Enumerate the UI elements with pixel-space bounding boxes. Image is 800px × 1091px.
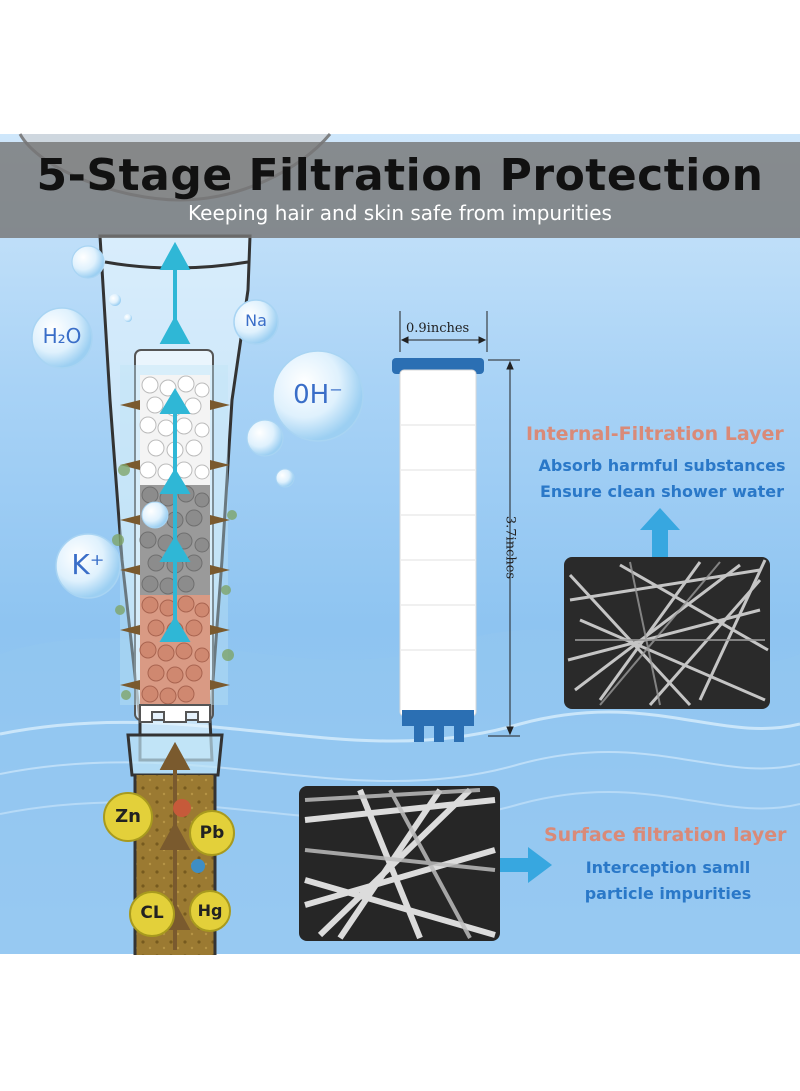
dimension-lines	[399, 311, 520, 737]
pb-label: Pb	[199, 823, 225, 843]
hg-label: Hg	[197, 901, 223, 920]
surface-layer-line1: Interception samll	[585, 858, 751, 877]
zn-label: Zn	[115, 806, 141, 827]
tourmaline-balls	[139, 595, 210, 705]
cl-label: CL	[140, 903, 164, 923]
h2o-label: H₂O	[42, 324, 82, 348]
header-banner	[0, 142, 800, 238]
page-subtitle: Keeping hair and skin safe from impuriti…	[188, 201, 612, 225]
filtration-inward-arrows	[120, 400, 230, 690]
internal-layer-title: Internal-Filtration Layer	[526, 423, 784, 445]
k-label: K⁺	[71, 548, 105, 581]
oh-label: 0H⁻	[293, 380, 343, 410]
width-dimension-label: 0.9inches	[406, 321, 470, 336]
page-title: 5-Stage Filtration Protection	[36, 150, 764, 201]
internal-layer-line1: Absorb harmful substances	[538, 456, 786, 475]
surface-layer-line2: particle impurities	[584, 884, 752, 903]
surface-layer-title: Surface filtration layer	[544, 824, 787, 846]
filter-cartridge-product	[392, 358, 484, 742]
impurity-spheres	[103, 792, 235, 937]
internal-fiber-micrograph	[564, 557, 770, 709]
na-label: Na	[245, 311, 267, 330]
water-flow-arrows	[159, 241, 191, 642]
internal-layer-line2: Ensure clean shower water	[539, 482, 785, 501]
internal-layer-arrow	[640, 508, 680, 558]
height-dimension-label: 3.7inches	[502, 515, 518, 580]
surface-layer-arrow	[500, 847, 552, 883]
surface-fiber-micrograph	[299, 786, 500, 941]
mineral-bubbles	[31, 245, 364, 599]
particle-dots	[112, 464, 237, 700]
